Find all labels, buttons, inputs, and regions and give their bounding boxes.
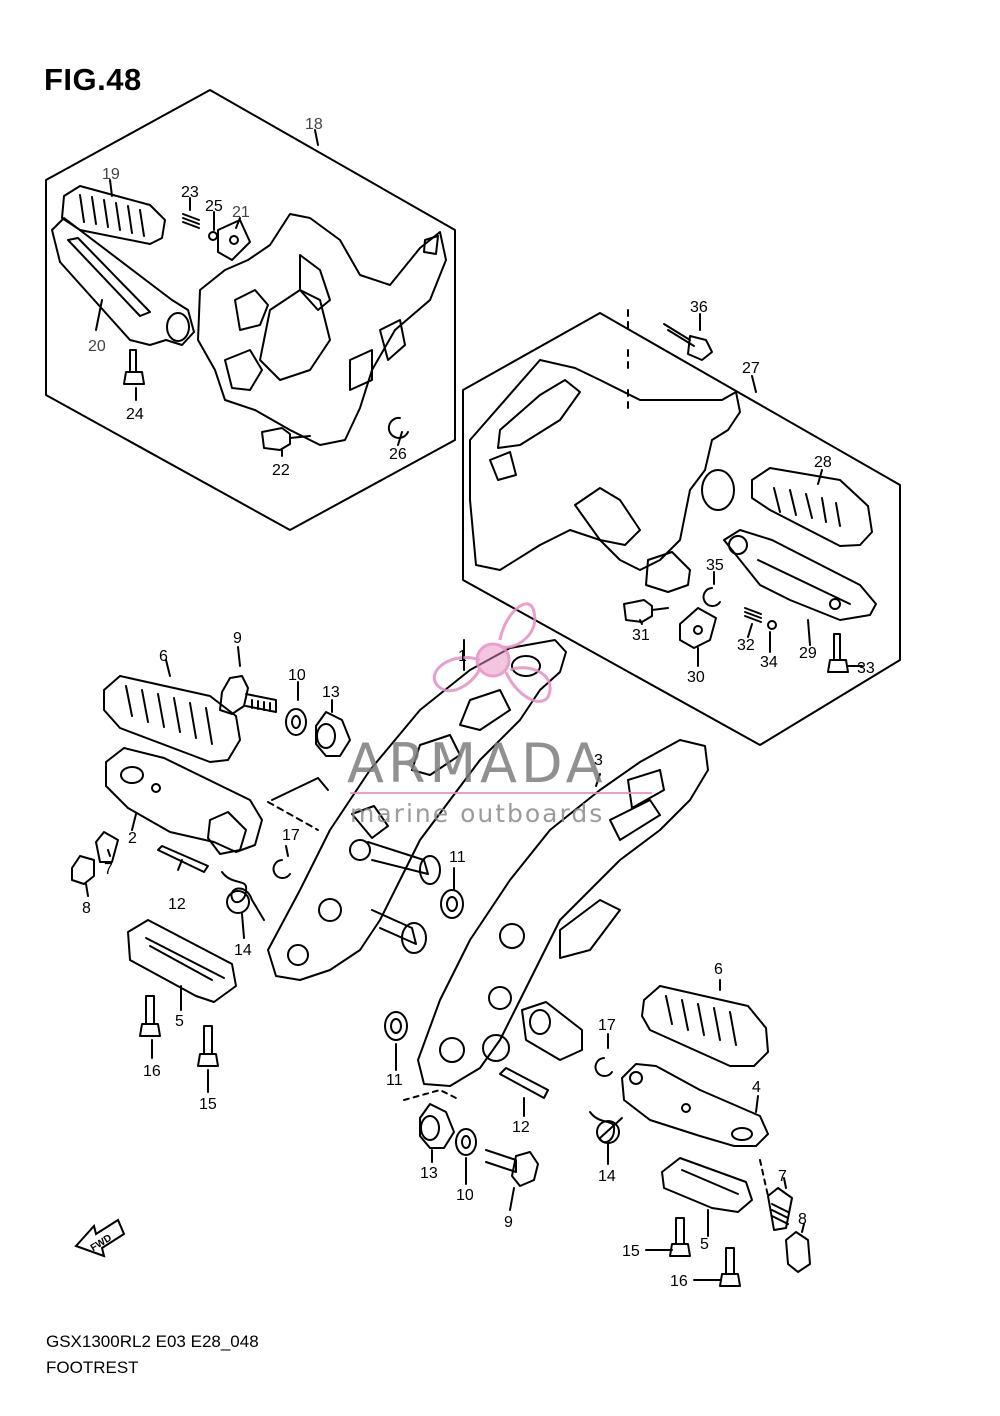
callout-16-right: 16: [670, 1273, 688, 1290]
rear-right-footrest-assembly-box: [462, 309, 901, 746]
callout-8-left: 8: [82, 900, 91, 917]
figure-name: FOOTREST: [46, 1358, 139, 1377]
callout-35: 35: [706, 557, 724, 574]
callout-15-right: 15: [622, 1243, 640, 1260]
callout-3: 3: [594, 752, 603, 769]
watermark-brand: ARMADA: [347, 732, 607, 795]
watermark-tagline: marine outboards: [350, 799, 604, 828]
callout-27: 27: [742, 360, 760, 377]
model-code: GSX1300RL2 E03 E28_048: [46, 1332, 259, 1351]
front-left-footrest-parts: [71, 646, 351, 1093]
callout-1: 1: [458, 648, 467, 665]
callout-17-left: 17: [282, 827, 300, 844]
callout-16-left: 16: [143, 1063, 161, 1080]
callout-10-left: 10: [288, 667, 306, 684]
front-right-bracket-3: [403, 739, 709, 1101]
callout-20: 20: [88, 338, 106, 355]
callout-2: 2: [128, 830, 137, 847]
callout-23: 23: [181, 184, 199, 201]
callout-6-right: 6: [714, 961, 723, 978]
callout-9-right: 9: [504, 1214, 513, 1231]
callout-36: 36: [690, 299, 708, 316]
figure-title: FIG.48: [44, 62, 142, 97]
callout-21: 21: [232, 204, 250, 221]
callout-26: 26: [389, 446, 407, 463]
callout-13-right: 13: [420, 1165, 438, 1182]
callout-18: 18: [305, 116, 323, 133]
callout-11-lower: 11: [386, 1072, 403, 1089]
callout-19: 19: [102, 166, 120, 183]
rear-left-footrest-assembly-box: [45, 89, 456, 531]
callout-labels: 18 19 23 25 21 20 24 22 26 36 27 28 35 3…: [82, 116, 875, 1290]
callout-33: 33: [857, 660, 875, 677]
callout-7-left: 7: [104, 861, 113, 878]
front-right-footrest-parts: [384, 773, 811, 1287]
callout-24: 24: [126, 406, 144, 423]
callout-31: 31: [632, 627, 650, 644]
callout-11-upper: 11: [449, 849, 466, 866]
callout-10-right: 10: [456, 1187, 474, 1204]
callout-22: 22: [272, 462, 290, 479]
callout-14-right: 14: [598, 1168, 616, 1185]
callout-9-left: 9: [233, 630, 242, 647]
callout-8-right: 8: [798, 1211, 807, 1228]
callout-12-left: 12: [168, 896, 186, 913]
callout-6-left: 6: [159, 648, 168, 665]
callout-12-right: 12: [512, 1119, 530, 1136]
callout-5-left: 5: [175, 1013, 184, 1030]
callout-7-right: 7: [778, 1168, 787, 1185]
armada-watermark: ARMADA marine outboards: [347, 602, 652, 828]
callout-25: 25: [205, 198, 223, 215]
callout-5-right: 5: [700, 1236, 709, 1253]
forward-arrow-icon: FWD: [74, 1218, 126, 1258]
front-left-bracket-1: [267, 639, 567, 981]
callout-17-right: 17: [598, 1017, 616, 1034]
callout-29: 29: [799, 645, 817, 662]
callout-28: 28: [814, 454, 832, 471]
callout-15-left: 15: [199, 1096, 217, 1113]
callout-34: 34: [760, 654, 778, 671]
callout-13-left: 13: [322, 684, 340, 701]
callout-30: 30: [687, 669, 705, 686]
callout-32: 32: [737, 637, 755, 654]
callout-14-left: 14: [234, 942, 252, 959]
propeller-icon: [432, 602, 552, 703]
callout-4: 4: [752, 1079, 761, 1096]
